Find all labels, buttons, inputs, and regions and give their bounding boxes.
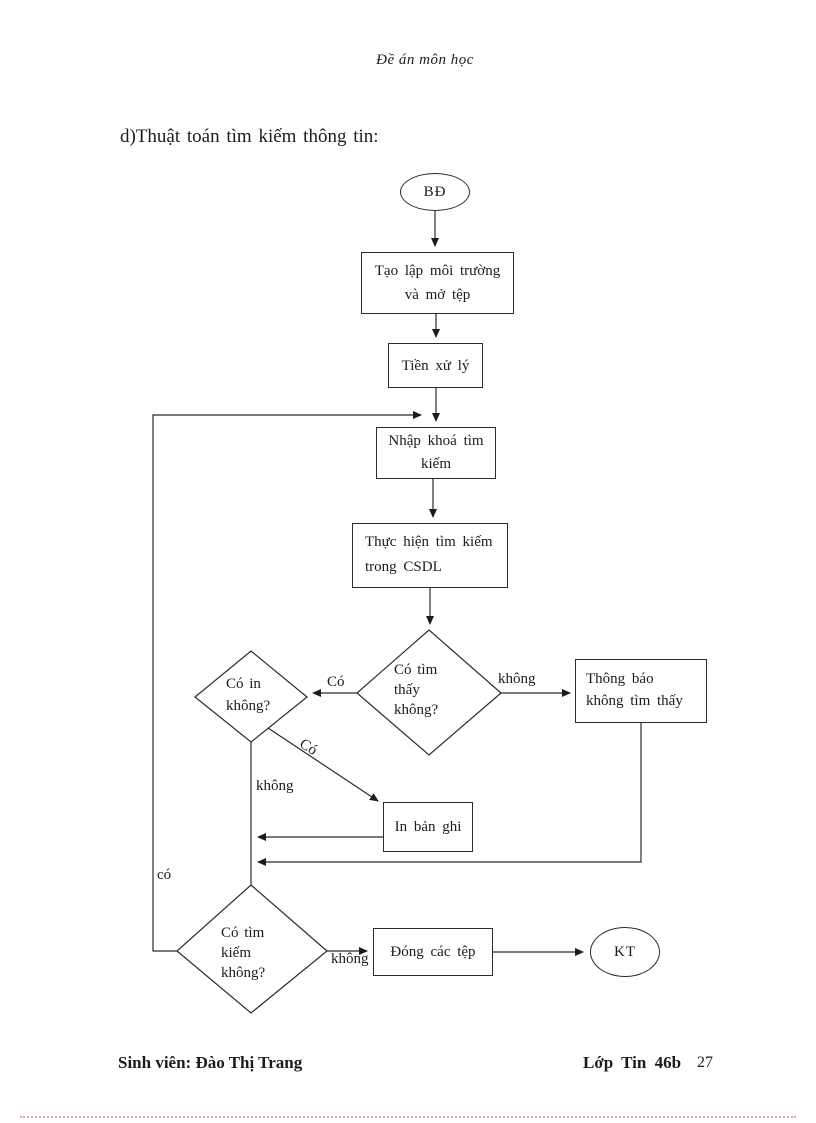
search-line2: trong CSDL [365,559,442,575]
start-label: BĐ [423,183,447,200]
label-found-yes: Có [327,674,345,690]
preprocess-box: Tiền xử lý [388,343,483,388]
page-header: Đề án môn học [376,52,474,68]
print-decision-text: Có in không? [226,673,270,717]
label-search-again-yes: có [157,867,172,883]
footer-class: Lớp Tin 46b [583,1053,682,1072]
end-label: KT [614,943,636,960]
create-env-line2: và mở tệp [404,287,471,303]
section-title: d)Thuật toán tìm kiếm thông tin: [120,126,379,147]
notify-box: Thông báo không tìm thấy [575,659,707,723]
preprocess-line1: Tiền xử lý [401,357,470,374]
print-q-line2: không? [226,698,271,714]
input-key-box: Nhập khoá tìm kiếm [376,427,496,479]
print-record-box: In bản ghi [383,802,473,852]
found-line3: không? [394,702,439,718]
footer-student: Sinh viên: Đào Thị Trang [118,1053,303,1072]
close-files-box: Đóng các tệp [373,928,493,976]
label-print-yes: Có [296,736,320,759]
notify-line1: Thông báo [586,671,654,687]
search-box: Thực hiện tìm kiếm trong CSDL [352,523,508,588]
input-key-line2: kiếm [421,456,451,472]
again-line1: Có tìm [221,925,265,941]
label-found-no: không [498,671,536,687]
label-search-again-no: không [331,951,369,967]
close-files-line1: Đóng các tệp [390,944,476,960]
found-decision-text: Có tìm thấy không? [394,660,438,720]
create-env-line1: Tạo lập môi trường [374,263,501,279]
search-again-decision-text: Có tìm kiếm không? [221,923,265,983]
footer-dotted-rule [20,1116,796,1118]
found-line2: thấy [394,682,420,698]
notify-line2: không tìm thấy [586,693,683,709]
again-line3: không? [221,965,266,981]
edge-loop-back [152,411,422,952]
input-key-line1: Nhập khoá tìm [388,433,484,449]
found-line1: Có tìm [394,662,438,678]
label-print-no: không [256,778,294,794]
print-q-line1: Có in [226,676,261,692]
print-record-line1: In bản ghi [394,819,462,835]
footer-page-number: 27 [697,1054,713,1071]
search-line1: Thực hiện tìm kiếm [365,534,493,550]
end-terminator: KT [590,927,660,977]
start-terminator: BĐ [400,173,470,211]
create-env-box: Tạo lập môi trường và mở tệp [361,252,514,314]
again-line2: kiếm [221,945,251,961]
